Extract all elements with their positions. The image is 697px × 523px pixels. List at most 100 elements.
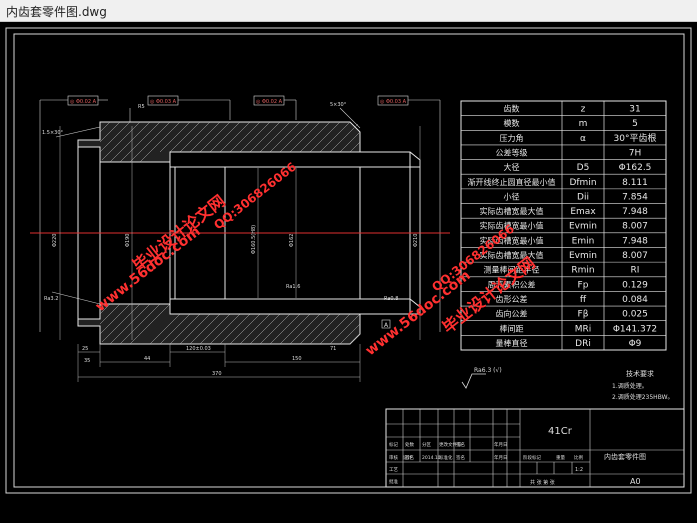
- dim-mid1: 44: [144, 356, 150, 362]
- param-cell-12-0: 周节累积公差: [488, 279, 536, 289]
- dim-diam-b: Φ160.5(H8): [251, 225, 257, 254]
- part-lower-section: [77, 298, 421, 345]
- title-label-5: 年月日: [494, 441, 508, 448]
- param-cell-12-2: 0.129: [622, 280, 648, 290]
- param-cell-4-2: Φ162.5: [619, 163, 652, 173]
- dim-right1: 71: [330, 346, 336, 352]
- title-part-name: 内齿套零件图: [604, 452, 646, 461]
- param-cell-8-2: 8.007: [622, 222, 648, 232]
- gdt-frame-2: [147, 95, 179, 106]
- param-cell-7-1: Emax: [570, 207, 596, 217]
- window-title: 内齿套零件图.dwg: [6, 5, 107, 19]
- param-cell-10-1: Evmin: [569, 251, 597, 261]
- param-cell-9-2: 7.948: [622, 236, 648, 246]
- title-row-check: 审核: [389, 454, 398, 461]
- title-weight: 重量: [556, 454, 565, 461]
- param-cell-1-0: 模数: [504, 118, 520, 128]
- param-table-border: [460, 100, 667, 351]
- outer-frame: [5, 27, 692, 494]
- param-cell-16-0: 量棒直径: [496, 338, 528, 348]
- gdt-frames: ◎ Φ0.02 A ◎ Φ0.03 A ◎ Φ0.02 A ◎ Φ0.03 A: [67, 95, 409, 106]
- param-cell-2-1: α: [580, 134, 586, 144]
- param-cell-2-0: 压力角: [500, 133, 524, 143]
- param-cell-9-0: 实际齿槽宽最小值: [480, 235, 544, 245]
- drawing-svg: ◎ Φ0.02 A ◎ Φ0.03 A ◎ Φ0.02 A ◎ Φ0.03 A: [5, 27, 692, 494]
- title-stage: 阶段标记: [523, 454, 541, 461]
- hatch-upper: [99, 121, 361, 163]
- title-block-border: [385, 408, 685, 488]
- roughness-symbol: Ra6.3 (√): [461, 367, 502, 389]
- datum-box: [381, 319, 391, 329]
- title-material: 41Cr: [548, 426, 573, 437]
- param-cell-16-1: DRi: [575, 339, 591, 349]
- tech-req-item-1: 1.调质处理。: [612, 382, 648, 390]
- title-block-grid: [386, 409, 684, 487]
- title-label-3: 更改文件号: [439, 441, 462, 448]
- title-design-1: 签名: [405, 454, 414, 461]
- param-cell-6-2: 7.854: [622, 192, 648, 202]
- dim-centre: 120±0.03: [186, 346, 211, 352]
- dim-diam-right: Φ210: [413, 234, 419, 247]
- param-cell-10-2: 8.007: [622, 251, 648, 261]
- param-cell-4-0: 大径: [504, 162, 520, 172]
- param-cell-13-0: 齿形公差: [496, 294, 528, 304]
- dim-chamfer-2: 5×30°: [330, 102, 347, 108]
- param-cell-5-1: Dfmin: [569, 178, 596, 188]
- gdt-text-2: ◎ Φ0.03 A: [150, 99, 177, 105]
- gdt-text-1: ◎ Φ0.02 A: [70, 99, 97, 105]
- param-cell-12-1: Fp: [578, 280, 589, 290]
- dim-chamfer-1: 1.5×30°: [42, 130, 64, 136]
- title-block-labels: 标记处数分区更改文件号签名年月日: [389, 441, 508, 448]
- roughness-note: Ra6.3 (√): [474, 367, 502, 374]
- inner-frame: [13, 33, 685, 488]
- rough-left: Ra3.2: [44, 296, 58, 302]
- title-label-1: 处数: [405, 441, 414, 448]
- param-cell-9-1: Emin: [572, 236, 595, 246]
- param-cell-11-0: 测量棒间距半径: [484, 265, 540, 275]
- horizontal-dims: [77, 344, 361, 382]
- title-scale: 1:2: [575, 467, 583, 473]
- tech-req-item-2: 2.调质处理235HBW。: [612, 393, 674, 401]
- title-block: 41Cr 内齿套零件图 A0 1:2 阶段标记 重量 比例 共 张 第 张 标记…: [385, 408, 685, 488]
- part-upper-section: [77, 121, 421, 168]
- title-design-2: 2014.10: [422, 455, 441, 461]
- param-cell-14-1: Fβ: [578, 310, 589, 320]
- param-cell-11-2: RI: [631, 266, 640, 276]
- param-cell-6-0: 小径: [504, 191, 520, 201]
- title-design-0: 设计: [403, 454, 412, 461]
- param-cell-1-2: 5: [632, 119, 638, 129]
- gdt-frame-4: [377, 95, 409, 106]
- param-cell-7-0: 实际齿槽宽最大值: [480, 206, 544, 216]
- param-cell-13-1: ff: [580, 295, 587, 305]
- param-cell-5-0: 渐开线终止圆直径最小值: [468, 177, 556, 187]
- title-drawing-no: A0: [630, 477, 641, 486]
- param-cell-3-2: 7H: [629, 148, 642, 158]
- param-cell-4-1: D5: [577, 163, 590, 173]
- param-cell-1-1: m: [579, 119, 588, 129]
- param-cell-15-0: 棒间距: [500, 323, 524, 333]
- drawing-canvas[interactable]: ◎ Φ0.02 A ◎ Φ0.03 A ◎ Φ0.02 A ◎ Φ0.03 A: [0, 22, 697, 519]
- param-cell-2-2: 30°平齿根: [614, 132, 657, 144]
- param-cell-0-2: 31: [629, 105, 640, 115]
- param-cell-13-2: 0.084: [622, 295, 648, 305]
- param-cell-15-1: MRi: [575, 324, 592, 334]
- param-cell-6-1: Dii: [577, 192, 589, 202]
- param-cell-11-1: Rmin: [571, 266, 594, 276]
- param-cell-0-0: 齿数: [504, 104, 520, 114]
- param-cell-8-1: Evmin: [569, 222, 597, 232]
- dim-total: 370: [212, 371, 222, 377]
- tech-req-title: 技术要求: [626, 369, 654, 378]
- rough-mid: Ra1.6: [286, 284, 300, 290]
- title-sheets: 共 张 第 张: [530, 479, 555, 486]
- title-label-0: 标记: [389, 441, 398, 448]
- title-design-3: 标准化: [439, 454, 453, 461]
- param-cell-14-2: 0.025: [622, 310, 648, 320]
- title-design-4: 签名: [456, 454, 465, 461]
- watermark-url-1: www.56doc.com: [93, 223, 204, 315]
- title-design-5: 年月日: [494, 454, 508, 461]
- param-cell-10-0: 实际齿槽宽最大值: [480, 250, 544, 260]
- watermark-qq-1: QQ:306826066: [211, 160, 299, 233]
